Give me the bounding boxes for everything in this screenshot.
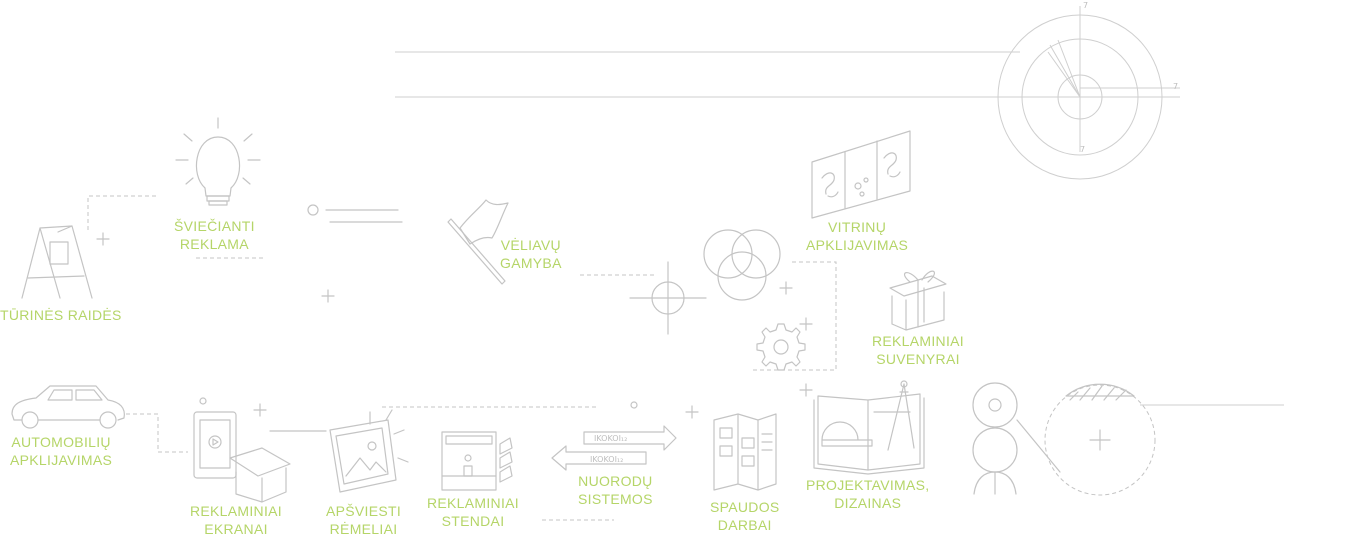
guide-lines (395, 51, 1284, 406)
label-line: PROJEKTAVIMAS, (806, 477, 930, 493)
clock-mark-top: 7 (1083, 1, 1088, 10)
label-vitrinu-apklijavimas: VITRINŲ APKLIJAVIMAS (806, 218, 908, 254)
label-line: REKLAMINIAI (872, 333, 964, 349)
label-line: RĖMELIAI (329, 521, 398, 537)
light-bulb-icon (175, 117, 264, 259)
stand-icon (441, 431, 513, 491)
label-line: DIZAINAS (834, 495, 902, 511)
label-line: REKLAMINIAI (427, 495, 519, 511)
label-line: TŪRINĖS RAIDĖS (0, 307, 122, 323)
sign-text-bottom: IKOKOI₁₂ (590, 455, 623, 464)
clock-icon: 7 7 7 (997, 1, 1180, 180)
crosshair-icon (629, 261, 707, 335)
label-line: REKLAMINIAI (190, 503, 282, 519)
a-frame-sign-icon (21, 195, 158, 299)
label-line: VĖLIAVŲ (500, 237, 561, 253)
label-line: VITRINŲ (828, 219, 887, 235)
label-svieciant-reklama: ŠVIEČIANTI REKLAMA (174, 217, 255, 253)
label-line: EKRANAI (204, 521, 268, 537)
label-reklaminiai-suvenyrai: REKLAMINIAI SUVENYRAI (872, 332, 964, 368)
car-icon (11, 385, 188, 453)
window-decal-icon (811, 130, 911, 219)
label-apsviesti-remeliai: APŠVIESTI RĖMELIAI (326, 502, 401, 538)
direction-arrows-icon: IKOKOI₁₂ IKOKOI₁₂ (551, 425, 677, 471)
label-projektavimas-dizainas: PROJEKTAVIMAS, DIZAINAS (806, 476, 929, 512)
label-line: APŠVIESTI (326, 503, 402, 519)
light-frame-icon (329, 409, 409, 493)
decor-marks (199, 204, 813, 521)
label-line: ŠVIEČIANTI (174, 218, 255, 234)
screen-kiosk-icon (193, 411, 327, 503)
plotter-roll-icon (972, 382, 1156, 496)
sign-text-top: IKOKOI₁₂ (594, 434, 627, 443)
label-line: AUTOMOBILIŲ (11, 434, 111, 450)
blueprint-icon (813, 380, 925, 475)
label-line: DARBAI (717, 517, 772, 533)
label-line: GAMYBA (500, 255, 562, 271)
label-line: SUVENYRAI (876, 351, 960, 367)
label-reklaminiai-ekranai: REKLAMINIAI EKRANAI (190, 502, 282, 538)
brochure-icon (713, 413, 777, 491)
label-reklaminiai-stendai: REKLAMINIAI STENDAI (427, 494, 519, 530)
label-spaudos-darbai: SPAUDOS DARBAI (710, 498, 780, 534)
label-line: REKLAMA (179, 236, 249, 252)
label-line: APKLIJAVIMAS (10, 452, 113, 468)
label-line: SPAUDOS (710, 499, 780, 515)
gift-box-icon (889, 270, 947, 331)
label-line: APKLIJAVIMAS (806, 237, 909, 253)
flag-icon (447, 199, 656, 285)
label-automobiliu-apklijavimas: AUTOMOBILIŲ APKLIJAVIMAS (10, 433, 112, 469)
color-circles-icon (703, 229, 781, 301)
label-nuorodu-sistemos: NUORODŲ SISTEMOS (578, 472, 653, 508)
label-line: SISTEMOS (578, 491, 653, 507)
label-turines-raides: TŪRINĖS RAIDĖS (0, 306, 122, 324)
label-line: STENDAI (441, 513, 505, 529)
clock-mark-bottom: 7 (1080, 145, 1085, 154)
clock-mark-right: 7 (1173, 82, 1178, 91)
label-veliavu-gamyba: VĖLIAVŲ GAMYBA (500, 236, 562, 272)
label-line: NUORODŲ (578, 473, 653, 489)
gear-icon (750, 261, 837, 371)
